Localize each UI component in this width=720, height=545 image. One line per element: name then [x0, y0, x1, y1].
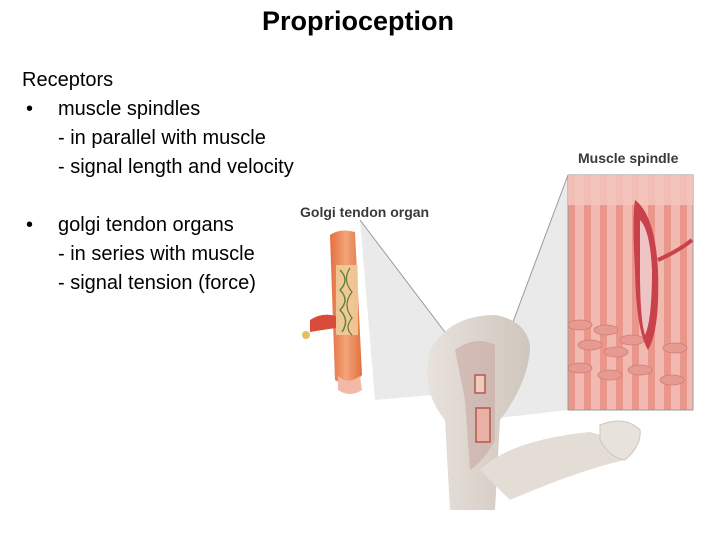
- item-name: muscle spindles: [58, 98, 201, 120]
- slide-title: Proprioception: [261, 6, 454, 36]
- receptors-heading: Receptors: [22, 69, 114, 91]
- muscle-spindle-label: Muscle spindle: [578, 150, 679, 166]
- item-detail: - in series with muscle: [58, 243, 255, 265]
- muscle-spindle-inset: [567, 174, 694, 411]
- golgi-tendon-organ-label: Golgi tendon organ: [300, 204, 430, 220]
- spindle-location-box: [475, 407, 491, 443]
- hand: [599, 420, 641, 461]
- forearm: [480, 432, 625, 500]
- list-item-golgi-tendon-organs: • golgi tendon organs: [22, 211, 294, 240]
- golgi-inset: [302, 230, 362, 394]
- gto-location-box: [474, 374, 486, 394]
- item-detail: - signal tension (force): [58, 272, 256, 294]
- bullet-icon: •: [26, 214, 34, 236]
- item-detail: - signal length and velocity: [58, 156, 294, 178]
- anatomy-figure: [302, 174, 694, 510]
- item-detail: - in parallel with muscle: [58, 127, 266, 149]
- bullet-icon: •: [26, 98, 34, 120]
- receptor-list: Receptors • muscle spindles - in paralle…: [22, 66, 294, 298]
- item-name: golgi tendon organs: [58, 214, 234, 236]
- list-item-muscle-spindles: • muscle spindles: [22, 95, 294, 124]
- arm-illustration: Golgi tendon organ Muscle spindle: [280, 140, 720, 545]
